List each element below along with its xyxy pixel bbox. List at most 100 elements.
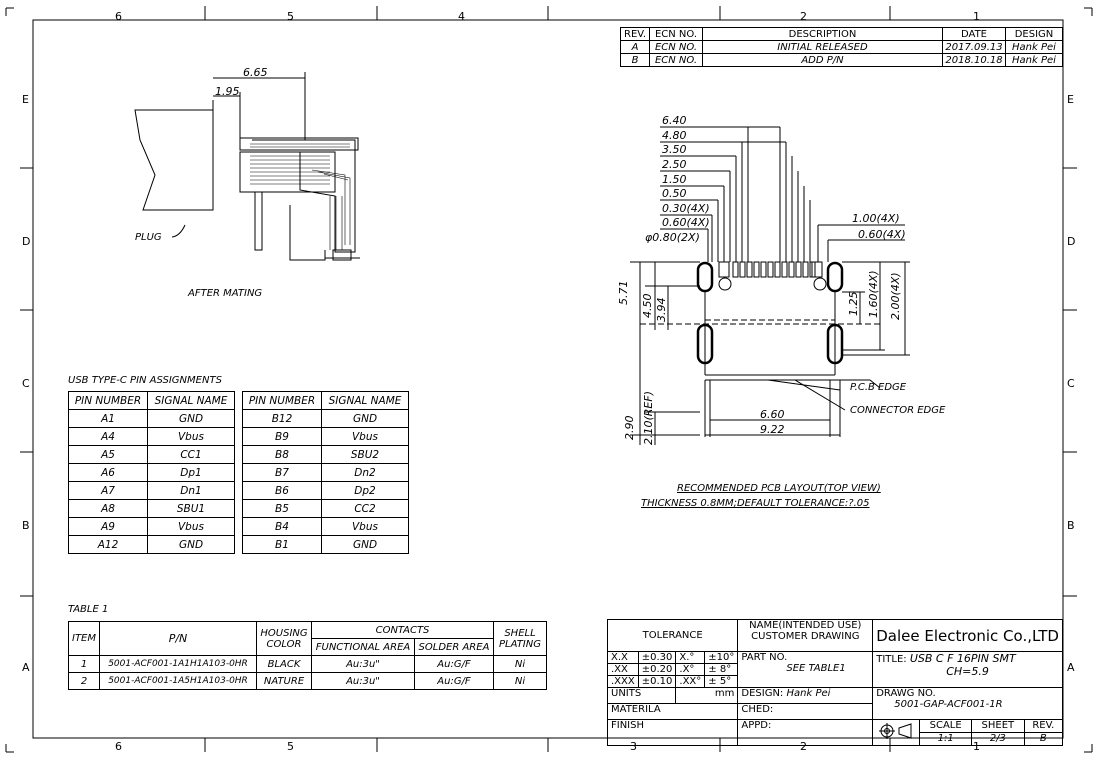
table1-cell: Ni — [493, 672, 547, 690]
ched-label: CHED: — [737, 703, 874, 720]
dim-label: 6.40 — [662, 114, 687, 127]
table1: ITEM P/N HOUSING COLOR CONTACTS SHELL PL… — [67, 621, 547, 690]
dim-label: 0.60(4X) — [858, 228, 906, 241]
pin-number: B6 — [242, 481, 322, 500]
units-value: mm — [675, 687, 739, 704]
revision-header: ECN NO. — [649, 27, 703, 41]
pin-number: A5 — [68, 445, 148, 464]
column-label: 6 — [115, 740, 122, 753]
appd-label: APPD: — [737, 719, 874, 746]
sheet-label: SHEET — [971, 720, 1025, 733]
part-no-value: SEE TABLE1 — [786, 663, 846, 674]
revision-cell: INITIAL RELEASED — [702, 40, 943, 54]
dim-label: 6.60 — [760, 408, 785, 421]
design-value: Hank Pei — [786, 688, 831, 699]
table1-header: ITEM — [67, 621, 101, 656]
projection-icon — [873, 720, 921, 745]
signal-name: CC1 — [147, 445, 235, 464]
signal-name: Dp2 — [321, 481, 409, 500]
signal-name: SBU2 — [321, 445, 409, 464]
column-label: 2 — [800, 10, 807, 23]
column-label: 5 — [287, 740, 294, 753]
pin-number: B9 — [242, 427, 322, 446]
table1-cell: Au:G/F — [413, 672, 495, 690]
scale-value: 1:1 — [919, 732, 973, 745]
scale-table: SCALE SHEET REV. 1:1 2/3 B — [873, 720, 1062, 745]
table1-header: P/N — [99, 621, 258, 656]
dim-label: 1.00(4X) — [852, 212, 900, 225]
dim-label: 0.30(4X) — [662, 202, 710, 215]
dim-label: 9.22 — [760, 423, 785, 436]
dim-label: 3.94 — [655, 297, 668, 323]
revision-table: REV. ECN NO. DESCRIPTION DATE DESIGN A E… — [620, 27, 1063, 67]
tol-cell: .X° — [675, 663, 706, 676]
dim-label: 5.71 — [617, 280, 630, 306]
signal-name: Vbus — [147, 427, 235, 446]
table-row: 2 5001-ACF001-1A5H1A103-0HR NATURE Au:3u… — [67, 672, 547, 690]
table1-title: TABLE 1 — [68, 604, 109, 615]
dim-label: 3.50 — [662, 143, 687, 156]
dim-label: 2.50 — [662, 158, 687, 171]
dim-label: 4.80 — [662, 129, 687, 142]
table1-cell: 1 — [67, 655, 101, 673]
tol-cell: ±0.20 — [637, 663, 677, 676]
signal-name: Dp1 — [147, 463, 235, 482]
dim-label: 2.00(4X) — [889, 272, 902, 320]
dim-label: 4.50 — [641, 293, 654, 319]
scale-label: SCALE — [919, 720, 973, 733]
table1-header: HOUSING COLOR — [256, 621, 313, 656]
pin-number: A8 — [68, 499, 148, 518]
table1-header: FUNCTIONAL AREA — [311, 638, 415, 656]
tol-cell: ±0.30 — [637, 651, 677, 664]
dim-label: 2.10(REF) — [642, 391, 655, 445]
pcb-caption: RECOMMENDED PCB LAYOUT(TOP VIEW) — [677, 483, 881, 494]
revision-header: DESCRIPTION — [702, 27, 943, 41]
row-label: A — [1067, 661, 1075, 674]
revision-cell: Hank Pei — [1005, 53, 1063, 67]
pin-number: A12 — [68, 535, 148, 554]
tol-cell: ±10° — [704, 651, 739, 664]
table-row: A ECN NO. INITIAL RELEASED 2017.09.13 Ha… — [620, 40, 1063, 54]
rev-value: B — [1039, 733, 1047, 744]
design-label: DESIGN: — [741, 688, 784, 699]
drawg-cell: DRAWG NO.5001-GAP-ACF001-1R — [872, 687, 1063, 720]
pin-number: B5 — [242, 499, 322, 518]
rev-label: REV. — [1024, 720, 1062, 733]
dim-label: 2.90 — [623, 415, 636, 441]
tol-cell: ±0.10 — [637, 675, 677, 688]
signal-name: GND — [321, 409, 409, 428]
finish-label: FINISH — [606, 719, 739, 746]
table1-cell: 5001-ACF001-1A1H1A103-0HR — [99, 655, 258, 673]
revision-cell: ADD P/N — [702, 53, 943, 67]
dim-label: φ0.80(2X) — [645, 231, 700, 244]
title-line1: USB C F 16PIN SMT — [909, 652, 1016, 665]
revision-cell: B — [620, 53, 650, 67]
row-label: B — [22, 519, 30, 532]
tol-cell: ± 5° — [704, 675, 739, 688]
revision-cell: A — [620, 40, 650, 54]
part-no-cell: PART NO.SEE TABLE1 — [737, 651, 874, 688]
row-label: E — [1067, 93, 1074, 106]
title-label: TITLE: — [876, 654, 907, 665]
table-row: 1 5001-ACF001-1A1H1A103-0HR BLACK Au:3u"… — [67, 655, 547, 673]
signal-name: GND — [147, 535, 235, 554]
tolerance-label: TOLERANCE — [606, 619, 739, 652]
column-label: 6 — [115, 10, 122, 23]
pin-header: SIGNAL NAME — [321, 391, 409, 410]
name-value: CUSTOMER DRAWING — [751, 631, 860, 642]
pin-header: SIGNAL NAME — [147, 391, 235, 410]
revision-cell: ECN NO. — [649, 53, 703, 67]
table1-cell: Au:G/F — [413, 655, 495, 673]
